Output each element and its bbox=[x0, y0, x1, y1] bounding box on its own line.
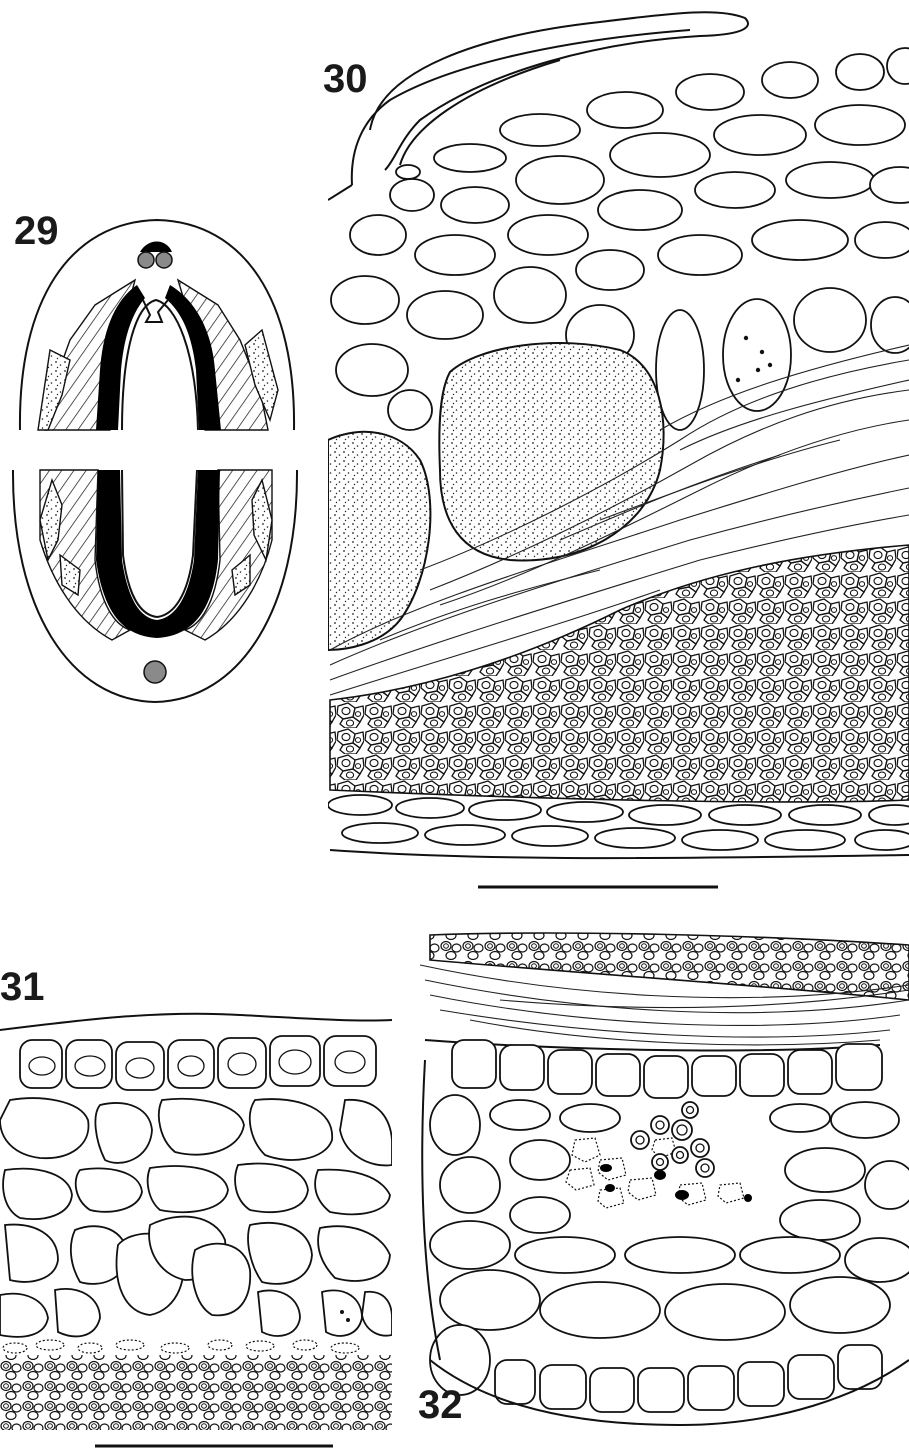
figure-32-drawing bbox=[420, 933, 909, 1425]
figure-31-label: 31 bbox=[0, 965, 45, 1009]
figure-29-label: 29 bbox=[14, 209, 59, 253]
figure-32-label: 32 bbox=[418, 1383, 463, 1427]
figure-29-diagram bbox=[13, 220, 297, 702]
figure-30-drawing bbox=[328, 12, 909, 858]
figure-30-label: 30 bbox=[323, 57, 368, 101]
figure-31-drawing bbox=[0, 1014, 392, 1430]
